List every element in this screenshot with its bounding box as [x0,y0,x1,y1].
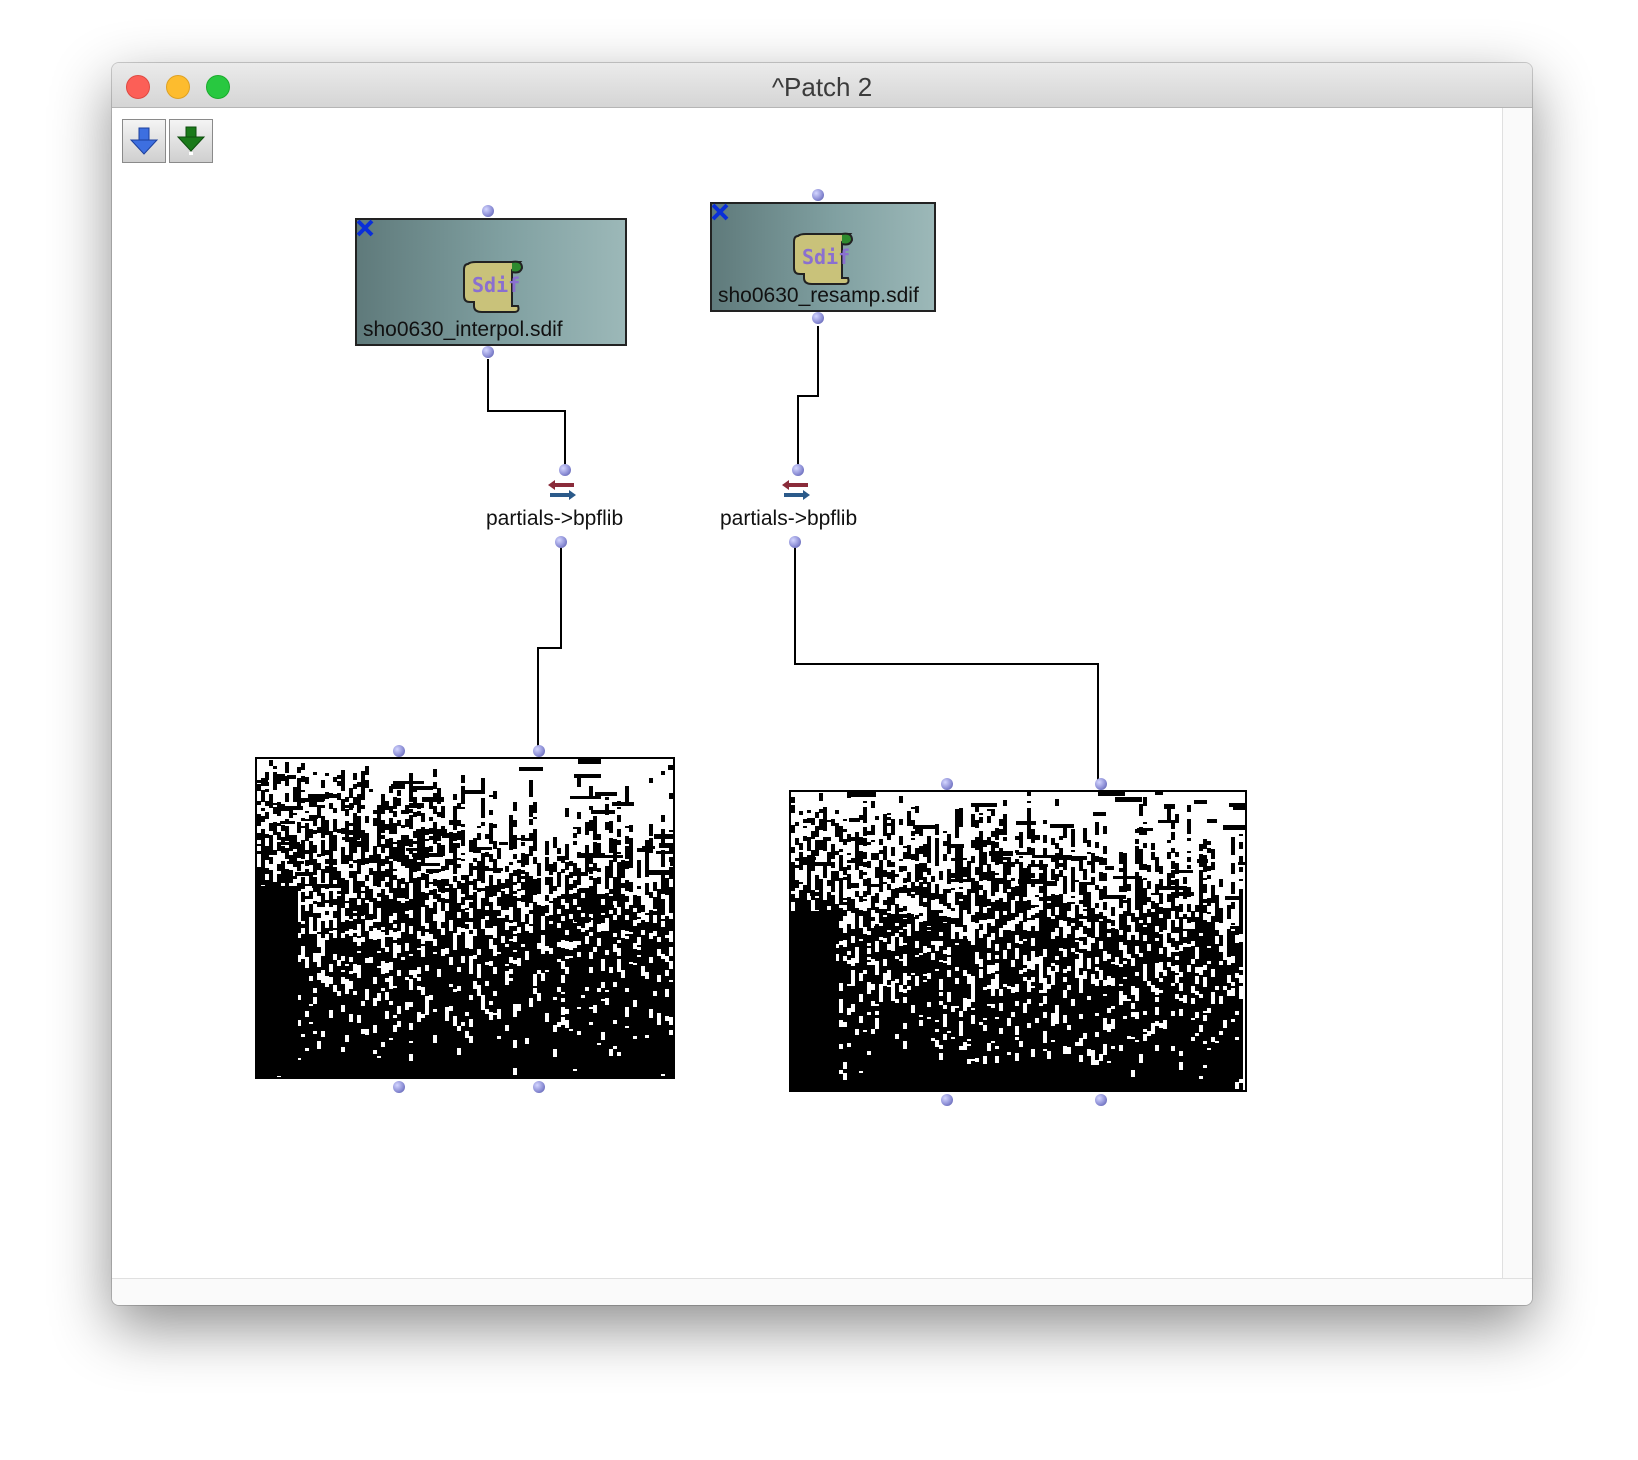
connection-wire [487,359,566,470]
inlet-port[interactable] [1095,778,1107,790]
zoom-window-button[interactable] [206,75,230,99]
svg-text:Sdif: Sdif [802,245,850,269]
blue-down-arrow-icon [129,127,159,155]
conversion-arrows-icon[interactable] [780,479,812,501]
outlet-port[interactable] [482,346,494,358]
connection-wire [794,542,1099,784]
patch-canvas[interactable]: Sdif sho0630_interpol.sdif Sdif sho0630_… [112,108,1502,1278]
outlet-port[interactable] [812,312,824,324]
vertical-scrollbar[interactable] [1502,108,1532,1278]
sdif-file-box[interactable]: Sdif sho0630_interpol.sdif [355,218,627,346]
outlet-port[interactable] [533,1081,545,1093]
outlet-port[interactable] [941,1094,953,1106]
partials-plot [257,759,673,1077]
inlet-port[interactable] [812,189,824,201]
horizontal-scrollbar[interactable] [112,1278,1532,1305]
patch-connections [487,326,1099,784]
sdif-file-label: sho0630_interpol.sdif [363,318,563,341]
function-label: partials->bpflib [486,507,624,530]
close-window-button[interactable] [126,75,150,99]
sdif-file-box[interactable]: Sdif sho0630_resamp.sdif [710,202,936,312]
inlet-port[interactable] [792,464,804,476]
green-down-arrow-button[interactable] [169,119,213,163]
outlet-port[interactable] [1095,1094,1107,1106]
function-label: partials->bpflib [720,507,858,530]
window-title: ^Patch 2 [771,72,873,102]
outlet-port[interactable] [555,536,567,548]
inlet-port[interactable] [559,464,571,476]
window-titlebar[interactable]: ^Patch 2 [112,63,1532,108]
connection-wire [537,542,562,751]
sdif-scroll-icon: Sdif [463,260,524,313]
bpf-library-display[interactable] [789,790,1247,1092]
minimize-window-button[interactable] [166,75,190,99]
partials-plot [791,792,1245,1090]
inlet-port[interactable] [393,745,405,757]
close-x-icon[interactable] [355,218,375,238]
sdif-scroll-icon: Sdif [793,232,854,285]
sdif-file-label: sho0630_resamp.sdif [718,284,919,307]
blue-down-arrow-button[interactable] [122,119,166,163]
green-down-arrow-icon [176,126,206,155]
patch-window: ^Patch 2 [112,63,1532,1305]
close-x-icon[interactable] [710,202,730,222]
conversion-arrows-icon[interactable] [546,479,578,501]
connection-wire [797,326,819,470]
inlet-port[interactable] [482,205,494,217]
inlet-port[interactable] [941,778,953,790]
svg-text:Sdif: Sdif [472,273,520,297]
outlet-port[interactable] [789,536,801,548]
outlet-port[interactable] [393,1081,405,1093]
inlet-port[interactable] [533,745,545,757]
bpf-library-display[interactable] [255,757,675,1079]
